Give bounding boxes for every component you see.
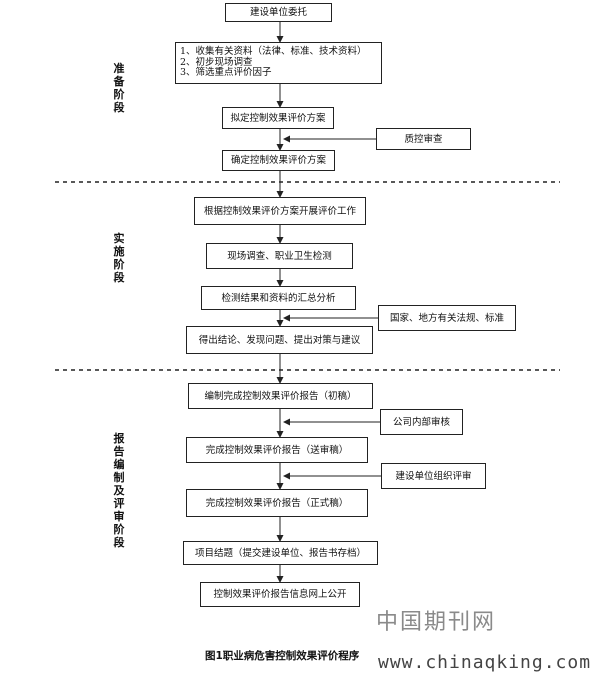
box-summary: 检测结果和资料的汇总分析 <box>201 286 356 310</box>
box-conclusion: 得出结论、发现问题、提出对策与建议 <box>186 326 373 354</box>
box-entrust: 建设单位委托 <box>225 3 332 22</box>
box-qc-review: 质控审查 <box>376 128 471 150</box>
stage-label-report: 报告编制及评审阶段 <box>113 432 125 549</box>
box-field-survey: 现场调查、职业卫生检测 <box>206 243 353 269</box>
watermark-url: www.chinaqking.com <box>378 652 592 673</box>
collect-step-1: 1、收集有关资料（法律、标准、技术资料） <box>180 46 367 58</box>
box-execute: 根据控制效果评价方案开展评价工作 <box>194 197 366 225</box>
box-org-review: 建设单位组织评审 <box>381 463 486 489</box>
figure-caption: 图1职业病危害控制效果评价程序 <box>205 650 360 662</box>
box-draft-report: 编制完成控制效果评价报告（初稿） <box>188 383 373 409</box>
collect-step-2: 2、初步现场调查 <box>180 56 253 68</box>
collect-step-3: 3、筛选重点评价因子 <box>180 67 272 79</box>
watermark-text: 中国期刊网 <box>376 610 497 635</box>
box-draft-plan: 拟定控制效果评价方案 <box>222 107 334 129</box>
stage-label-impl: 实施阶段 <box>113 232 125 284</box>
box-internal-review: 公司内部审核 <box>380 409 463 435</box>
box-publish: 控制效果评价报告信息网上公开 <box>200 582 360 607</box>
box-formal-report: 完成控制效果评价报告（正式稿） <box>186 489 368 517</box>
box-final-plan: 确定控制效果评价方案 <box>222 150 335 171</box>
box-collect: 1、收集有关资料（法律、标准、技术资料） 2、初步现场调查 3、筛选重点评价因子 <box>175 42 382 84</box>
box-closure: 项目结题（提交建设单位、报告书存档） <box>183 541 378 565</box>
box-regulations: 国家、地方有关法规、标准 <box>378 305 516 331</box>
box-review-report: 完成控制效果评价报告（送审稿） <box>186 437 368 463</box>
stage-label-prep: 准备阶段 <box>113 62 125 114</box>
